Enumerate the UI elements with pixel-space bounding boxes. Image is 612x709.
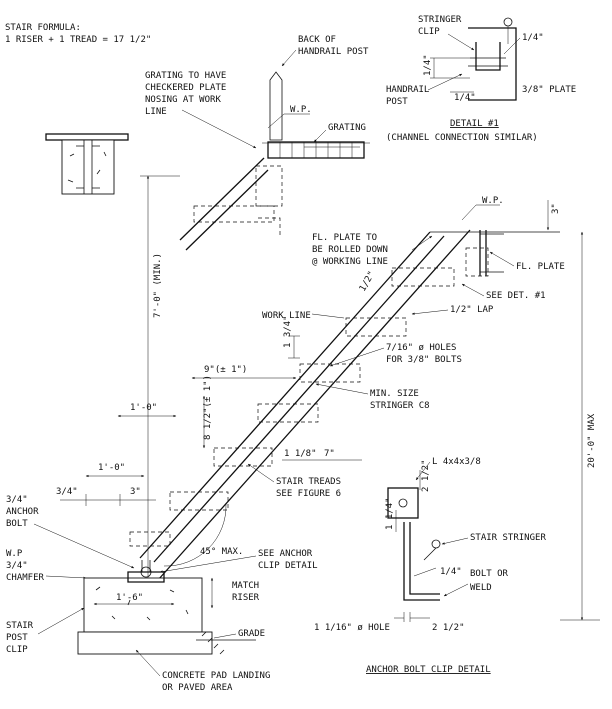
- anchor-detail-title: ANCHOR BOLT CLIP DETAIL: [366, 665, 491, 675]
- label-anchor-2: BOLT: [6, 519, 28, 529]
- label-grating-3: NOSING AT WORK: [145, 95, 221, 105]
- label-grating-2: CHECKERED PLATE: [145, 83, 226, 93]
- label-back-post-2: HANDRAIL POST: [298, 47, 369, 57]
- label-holes-2: FOR 3/8" BOLTS: [386, 355, 462, 365]
- label-two-half-b: 2 1/2": [432, 623, 465, 633]
- label-three-quarter-a: 3/4": [6, 495, 28, 505]
- dim-seven-min: 7'-0" (MIN.): [153, 253, 163, 318]
- label-flplate-1: FL. PLATE TO: [312, 233, 377, 243]
- label-twenty-max: 20'-0" MAX: [587, 413, 597, 468]
- label-flplate-2: BE ROLLED DOWN: [312, 245, 388, 255]
- label-seven: 7": [324, 449, 335, 459]
- label-two-half-a: 2 1/2": [421, 459, 431, 492]
- label-bolt-2: WELD: [470, 583, 492, 593]
- label-one-foot-b: 1'-0": [98, 463, 125, 473]
- label-handrail-post-2: POST: [386, 97, 408, 107]
- label-wp-bottom: W.P: [6, 549, 23, 559]
- label-back-post-1: BACK OF: [298, 35, 336, 45]
- detail1-title: DETAIL #1: [450, 119, 499, 129]
- label-match-2: RISER: [232, 593, 260, 603]
- label-nine: 9"(± 1"): [204, 365, 247, 375]
- label-grade: GRADE: [238, 629, 265, 639]
- label-post-clip-2: POST: [6, 633, 28, 643]
- label-anchor-1: ANCHOR: [6, 507, 39, 517]
- formula-text: 1 RISER + 1 TREAD = 17 1/2": [5, 35, 151, 45]
- label-treads-2: SEE FIGURE 6: [276, 489, 341, 499]
- label-half: 1/2": [358, 270, 378, 294]
- label-grating-1: GRATING TO HAVE: [145, 71, 226, 81]
- label-three-quarter-b: 3/4": [56, 487, 78, 497]
- label-quarter-b: 1/4": [440, 567, 462, 577]
- label-see-anchor-1: SEE ANCHOR: [258, 549, 313, 559]
- label-quarter-top: 1/4": [522, 33, 544, 43]
- label-hole: 1 1/16" ø HOLE: [314, 623, 390, 633]
- label-min-size-1: MIN. SIZE: [370, 389, 419, 399]
- label-see-det: SEE DET. #1: [486, 291, 546, 301]
- label-grating-4: LINE: [145, 107, 167, 117]
- label-bolt-1: BOLT OR: [470, 569, 509, 579]
- label-concrete-2: OR PAVED AREA: [162, 683, 233, 693]
- formula-title: STAIR FORMULA:: [5, 23, 81, 33]
- label-plate: 3/8" PLATE: [522, 85, 576, 95]
- anchor-clip-detail: [387, 487, 441, 622]
- label-one-six: 1'-6": [116, 593, 143, 603]
- label-grating: GRATING: [328, 123, 366, 133]
- main-stair: [129, 229, 560, 581]
- label-quarter-bottom: 1/4": [454, 93, 476, 103]
- label-holes-1: 7/16" ø HOLES: [386, 343, 456, 353]
- label-wp-right: W.P.: [482, 196, 504, 206]
- label-flplate-3: @ WORKING LINE: [312, 257, 388, 267]
- label-handrail-post-1: HANDRAIL: [386, 85, 429, 95]
- label-treads-1: STAIR TREADS: [276, 477, 341, 487]
- label-stringer-clip-1: STRINGER: [418, 15, 462, 25]
- label-one-three-quarter: 1 3/4": [283, 315, 293, 348]
- label-min-size-2: STRINGER C8: [370, 401, 430, 411]
- label-quarter-left: 1/4": [423, 54, 433, 76]
- label-work-line: WORK LINE: [262, 311, 311, 321]
- label-fl-plate: FL. PLATE: [516, 262, 565, 272]
- label-post-clip-3: CLIP: [6, 645, 28, 655]
- label-one-foot: 1'-0": [130, 403, 157, 413]
- label-stringer-clip-2: CLIP: [418, 27, 440, 37]
- label-see-anchor-2: CLIP DETAIL: [258, 561, 318, 571]
- post-section: [45, 133, 129, 195]
- label-three: 3": [130, 487, 141, 497]
- label-chamfer-1: 3/4": [6, 561, 28, 571]
- label-dim-3: 3": [551, 203, 561, 214]
- label-concrete-1: CONCRETE PAD LANDING: [162, 671, 270, 681]
- label-wp-top: W.P.: [290, 105, 312, 115]
- label-stair-stringer: STAIR STRINGER: [470, 533, 546, 543]
- base-pad: [77, 560, 256, 655]
- detail-1: [468, 17, 517, 101]
- label-chamfer-2: CHAMFER: [6, 573, 45, 583]
- label-match-1: MATCH: [232, 581, 259, 591]
- label-one-one-eighth: 1 1/8": [284, 449, 317, 459]
- label-post-clip-1: STAIR: [6, 621, 34, 631]
- label-angle: L 4x4x3/8: [432, 457, 481, 467]
- label-one-quarter: 1 1/4": [385, 497, 395, 530]
- label-eight-half: 8 1/2"(± 1"): [203, 375, 213, 440]
- label-forty-five: 45° MAX.: [200, 547, 243, 557]
- detail1-subtitle: (CHANNEL CONNECTION SIMILAR): [386, 133, 538, 143]
- label-half-lap: 1/2" LAP: [450, 305, 494, 315]
